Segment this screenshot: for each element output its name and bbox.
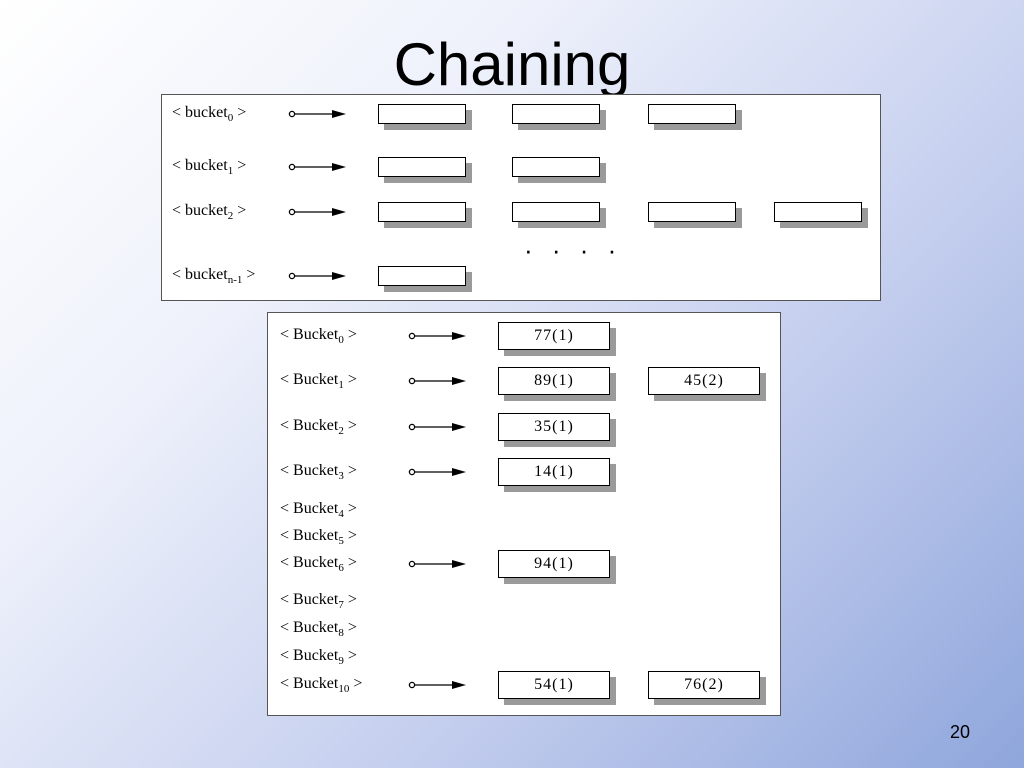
- generic-pointer-arrow-1: [288, 160, 348, 174]
- example-label-3: < Bucket3 >: [280, 462, 357, 483]
- example-node: 45(2): [648, 367, 760, 395]
- generic-node: [378, 202, 466, 222]
- example-pointer-arrow-3: [408, 465, 468, 479]
- example-node: 76(2): [648, 671, 760, 699]
- example-pointer-arrow-0: [408, 329, 468, 343]
- generic-chaining-diagram: · · · · < bucket0 > < bucket1 > < bucket2 …: [161, 94, 881, 301]
- example-node: 54(1): [498, 671, 610, 699]
- example-node: 94(1): [498, 550, 610, 578]
- example-label-2: < Bucket2 >: [280, 417, 357, 438]
- example-label-10: < Bucket10 >: [280, 675, 363, 696]
- ellipsis: · · · ·: [524, 235, 623, 265]
- example-node: 89(1): [498, 367, 610, 395]
- example-label-5: < Bucket5 >: [280, 527, 357, 548]
- example-node: 77(1): [498, 322, 610, 350]
- page-number: 20: [950, 722, 971, 742]
- slide-title: Chaining: [393, 31, 631, 98]
- generic-node: [512, 157, 600, 177]
- example-chaining-diagram: < Bucket0 > 77(1) < Bucket1 > 89(1) 45(2) < B…: [267, 312, 781, 716]
- example-label-7: < Bucket7 >: [280, 591, 357, 612]
- generic-label-2: < bucket2 >: [172, 202, 247, 223]
- example-pointer-arrow-1: [408, 374, 468, 388]
- example-pointer-arrow-10: [408, 678, 468, 692]
- generic-node: [512, 202, 600, 222]
- generic-pointer-arrow-0: [288, 107, 348, 121]
- generic-node: [378, 266, 466, 286]
- example-label-4: < Bucket4 >: [280, 500, 357, 521]
- generic-node: [648, 104, 736, 124]
- generic-node: [774, 202, 862, 222]
- generic-pointer-arrow-n-1: [288, 269, 348, 283]
- generic-pointer-arrow-2: [288, 205, 348, 219]
- example-label-9: < Bucket9 >: [280, 647, 357, 668]
- example-label-1: < Bucket1 >: [280, 371, 357, 392]
- generic-label-n-1: < bucketn-1 >: [172, 266, 256, 287]
- generic-node: [378, 157, 466, 177]
- example-pointer-arrow-2: [408, 420, 468, 434]
- generic-node: [648, 202, 736, 222]
- example-pointer-arrow-6: [408, 557, 468, 571]
- generic-node: [512, 104, 600, 124]
- example-label-8: < Bucket8 >: [280, 619, 357, 640]
- example-node: 14(1): [498, 458, 610, 486]
- example-label-6: < Bucket6 >: [280, 554, 357, 575]
- example-node: 35(1): [498, 413, 610, 441]
- generic-label-0: < bucket0 >: [172, 104, 247, 125]
- example-label-0: < Bucket0 >: [280, 326, 357, 347]
- generic-node: [378, 104, 466, 124]
- generic-label-1: < bucket1 >: [172, 157, 247, 178]
